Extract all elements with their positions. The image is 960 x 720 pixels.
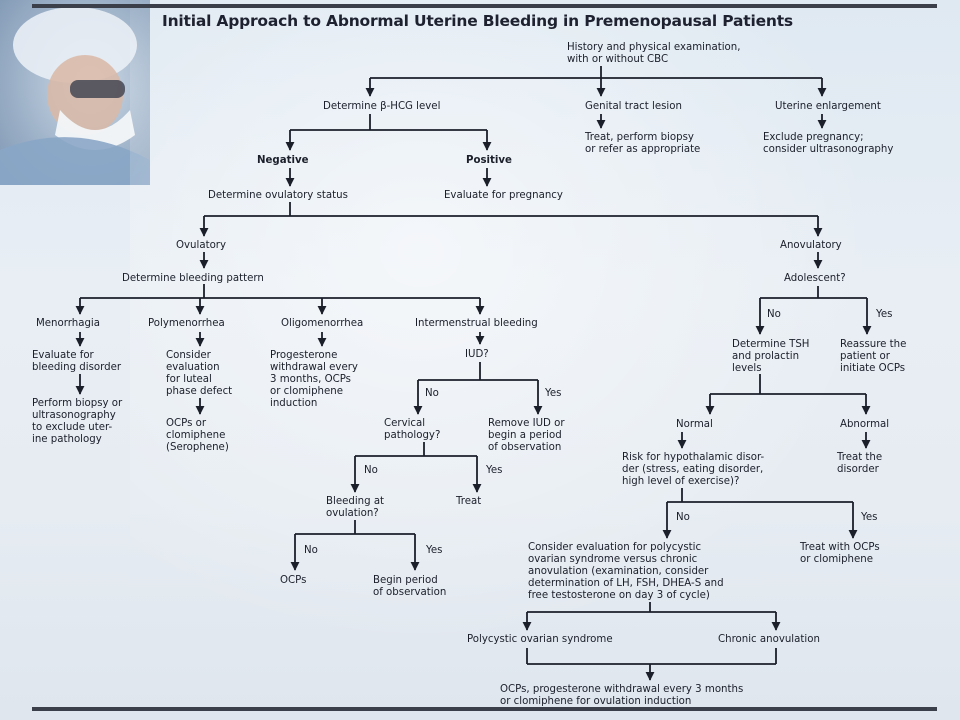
top-rule xyxy=(32,4,937,8)
node-consider-line1: Consider evaluation for polycystic xyxy=(528,542,702,553)
node-reassure-line3: initiate OCPs xyxy=(840,363,906,374)
menorrhagia-step2-line3: to exclude uter- xyxy=(32,422,113,433)
menorrhagia-step2-line2: ultrasonography xyxy=(32,410,116,421)
node-final-outcome-line1: OCPs, progesterone withdrawal every 3 mo… xyxy=(500,684,744,695)
cervical-yes-label: Yes xyxy=(486,465,503,476)
node-reassure-line2: patient or xyxy=(840,351,890,362)
menorrhagia-step1-line1: Evaluate for xyxy=(32,350,94,361)
node-consider-line3: anovulation (examination, consider xyxy=(528,566,709,577)
node-evaluate-pregnancy: Evaluate for pregnancy xyxy=(444,190,563,201)
oligomenorrhea-line1: Progesterone xyxy=(270,350,338,361)
oligomenorrhea-line4: or clomiphene xyxy=(270,386,343,397)
bleeding-ovulation-no-label: No xyxy=(304,545,318,556)
node-begin-observation-line2: of observation xyxy=(373,587,447,598)
risk-no-label: No xyxy=(676,512,690,523)
polymenorrhea-step1-line4: phase defect xyxy=(166,386,233,397)
node-cervical-treat: Treat xyxy=(456,496,482,507)
polymenorrhea-step1-line1: Consider xyxy=(166,350,211,361)
node-determine-hcg: Determine β-HCG level xyxy=(323,101,441,112)
node-ovulatory-status: Determine ovulatory status xyxy=(208,190,348,201)
node-consider-line4: determination of LH, FSH, DHEA-S and xyxy=(528,578,724,589)
node-consider-line5: free testosterone on day 3 of cycle) xyxy=(528,590,710,601)
node-intermenstrual: Intermenstrual bleeding xyxy=(415,318,538,329)
root-history-line1: History and physical examination, xyxy=(567,42,741,53)
oligomenorrhea-line3: 3 months, OCPs xyxy=(270,374,351,385)
menorrhagia-step1-line2: bleeding disorder xyxy=(32,362,122,373)
polymenorrhea-step2-line3: (Serophene) xyxy=(166,442,229,453)
node-ocps: OCPs xyxy=(280,575,307,586)
node-remove-iud-line3: of observation xyxy=(488,442,562,453)
node-cervical-line1: Cervical xyxy=(384,418,426,429)
node-risk-line3: high level of exercise)? xyxy=(622,476,740,487)
oligomenorrhea-line2: withdrawal every xyxy=(270,362,358,373)
node-genital-action-line2: or refer as appropriate xyxy=(585,144,701,155)
menorrhagia-step2-line1: Perform biopsy or xyxy=(32,398,123,409)
slide-title: Initial Approach to Abnormal Uterine Ble… xyxy=(162,12,793,30)
node-treat-disorder-line1: Treat the xyxy=(837,452,883,463)
node-genital-action-line1: Treat, perform biopsy xyxy=(585,132,694,143)
node-consider-line2: ovarian syndrome versus chronic xyxy=(528,554,698,565)
node-risk-line1: Risk for hypothalamic disor- xyxy=(622,452,765,463)
node-polymenorrhea: Polymenorrhea xyxy=(148,318,225,329)
node-positive: Positive xyxy=(466,155,512,166)
node-chronic-anovulation: Chronic anovulation xyxy=(718,634,820,645)
node-adolescent: Adolescent? xyxy=(784,273,846,284)
node-final-outcome-line2: or clomiphene for ovulation induction xyxy=(500,696,692,707)
polymenorrhea-step2-line2: clomiphene xyxy=(166,430,226,441)
node-risk-line2: der (stress, eating disorder, xyxy=(622,464,764,475)
cervical-no-label: No xyxy=(364,465,378,476)
iud-no-label: No xyxy=(425,388,439,399)
bleeding-ovulation-yes-label: Yes xyxy=(426,545,443,556)
node-ovulatory: Ovulatory xyxy=(176,240,227,251)
surgeon-photo xyxy=(0,0,150,185)
node-treat-ocps-line2: or clomiphene xyxy=(800,554,873,565)
polymenorrhea-step1-line2: evaluation xyxy=(166,362,220,373)
adolescent-no-label: No xyxy=(767,309,781,320)
node-negative: Negative xyxy=(257,155,309,166)
node-anovulatory: Anovulatory xyxy=(780,240,842,251)
oligomenorrhea-line5: induction xyxy=(270,398,318,409)
node-bleeding-pattern: Determine bleeding pattern xyxy=(122,273,264,284)
node-abnormal: Abnormal xyxy=(840,419,890,430)
node-cervical-line2: pathology? xyxy=(384,430,441,441)
node-bleeding-ovulation-line1: Bleeding at xyxy=(326,496,385,507)
iud-yes-label: Yes xyxy=(545,388,562,399)
node-tsh-line3: levels xyxy=(732,363,762,374)
node-iud-question: IUD? xyxy=(465,349,489,360)
menorrhagia-step2-line4: ine pathology xyxy=(32,434,102,445)
node-oligomenorrhea: Oligomenorrhea xyxy=(281,318,364,329)
node-remove-iud-line1: Remove IUD or xyxy=(488,418,565,429)
root-history-line2: with or without CBC xyxy=(567,54,669,65)
node-pcos: Polycystic ovarian syndrome xyxy=(467,634,613,645)
node-uterine-action-line1: Exclude pregnancy; xyxy=(763,132,864,143)
node-uterine-enlargement: Uterine enlargement xyxy=(775,101,881,112)
node-genital-lesion: Genital tract lesion xyxy=(585,101,682,112)
risk-yes-label: Yes xyxy=(861,512,878,523)
node-treat-ocps-line1: Treat with OCPs xyxy=(800,542,880,553)
node-menorrhagia: Menorrhagia xyxy=(36,318,101,329)
bottom-rule xyxy=(32,707,937,711)
node-remove-iud-line2: begin a period xyxy=(488,430,562,441)
node-reassure-line1: Reassure the xyxy=(840,339,907,350)
node-tsh-line2: and prolactin xyxy=(732,351,800,362)
adolescent-yes-label: Yes xyxy=(876,309,893,320)
node-tsh-line1: Determine TSH xyxy=(732,339,810,350)
node-normal: Normal xyxy=(676,419,713,430)
node-begin-observation-line1: Begin period xyxy=(373,575,438,586)
polymenorrhea-step2-line1: OCPs or xyxy=(166,418,207,429)
node-bleeding-ovulation-line2: ovulation? xyxy=(326,508,379,519)
node-treat-disorder-line2: disorder xyxy=(837,464,879,475)
polymenorrhea-step1-line3: for luteal xyxy=(166,374,212,385)
surgeon-illustration-icon xyxy=(0,7,150,185)
node-uterine-action-line2: consider ultrasonography xyxy=(763,144,894,155)
